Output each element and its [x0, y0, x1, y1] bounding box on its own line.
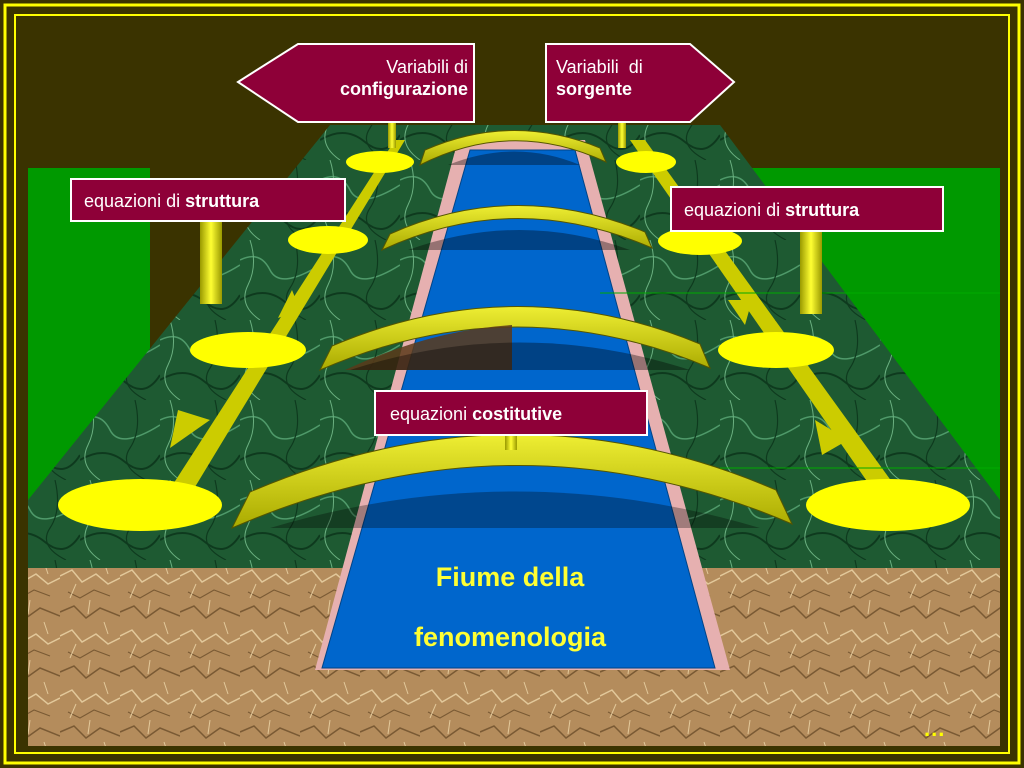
left-flow-arrow — [170, 410, 210, 448]
bridge-3 — [318, 306, 711, 372]
config-variables-label: Variabili di configurazione — [282, 56, 468, 100]
structure-equations-left-label: equazioni di struttura — [70, 178, 346, 222]
inner-border — [14, 14, 1010, 754]
source-line2: sorgente — [556, 79, 633, 99]
outer-border — [3, 3, 1021, 765]
source-line1: Variabili di — [556, 57, 643, 77]
left-flow-arrow — [278, 290, 300, 318]
river-caption-line2: fenomenologia — [413, 622, 606, 652]
structure-equations-right-label: equazioni di struttura — [670, 186, 944, 232]
config-line1: Variabili di — [386, 57, 468, 77]
bridge-2 — [380, 205, 653, 252]
struct-left-post — [200, 222, 222, 304]
bridge-4 — [230, 434, 794, 530]
struct-right-bold: struttura — [785, 200, 860, 220]
config-post — [388, 118, 396, 148]
right-flow-arrow — [815, 420, 848, 455]
constitutive-prefix: equazioni — [390, 404, 473, 424]
left-node — [288, 226, 368, 254]
source-post — [618, 118, 626, 148]
right-flow-arrow — [728, 300, 752, 325]
right-node — [616, 151, 676, 173]
left-node — [190, 332, 306, 368]
right-node — [718, 332, 834, 368]
source-variables-label: Variabili di sorgente — [556, 56, 696, 100]
struct-right-prefix: equazioni di — [684, 200, 786, 220]
left-node — [58, 479, 222, 531]
river-caption-line1: Fiume della — [435, 562, 585, 592]
right-node — [658, 227, 742, 255]
right-node — [806, 479, 970, 531]
struct-left-bold: struttura — [185, 191, 260, 211]
constitutive-equations-label: equazioni costitutive — [374, 390, 648, 436]
left-node — [346, 151, 414, 173]
ellipsis-marker: ... — [924, 716, 946, 741]
constitutive-bold: costitutive — [472, 404, 563, 424]
config-line2: configurazione — [339, 79, 468, 99]
struct-right-post — [800, 232, 822, 314]
bridge-1 — [419, 130, 607, 167]
struct-left-prefix: equazioni di — [84, 191, 186, 211]
config-arrow-sign — [236, 43, 475, 123]
source-arrow-sign — [545, 43, 736, 123]
